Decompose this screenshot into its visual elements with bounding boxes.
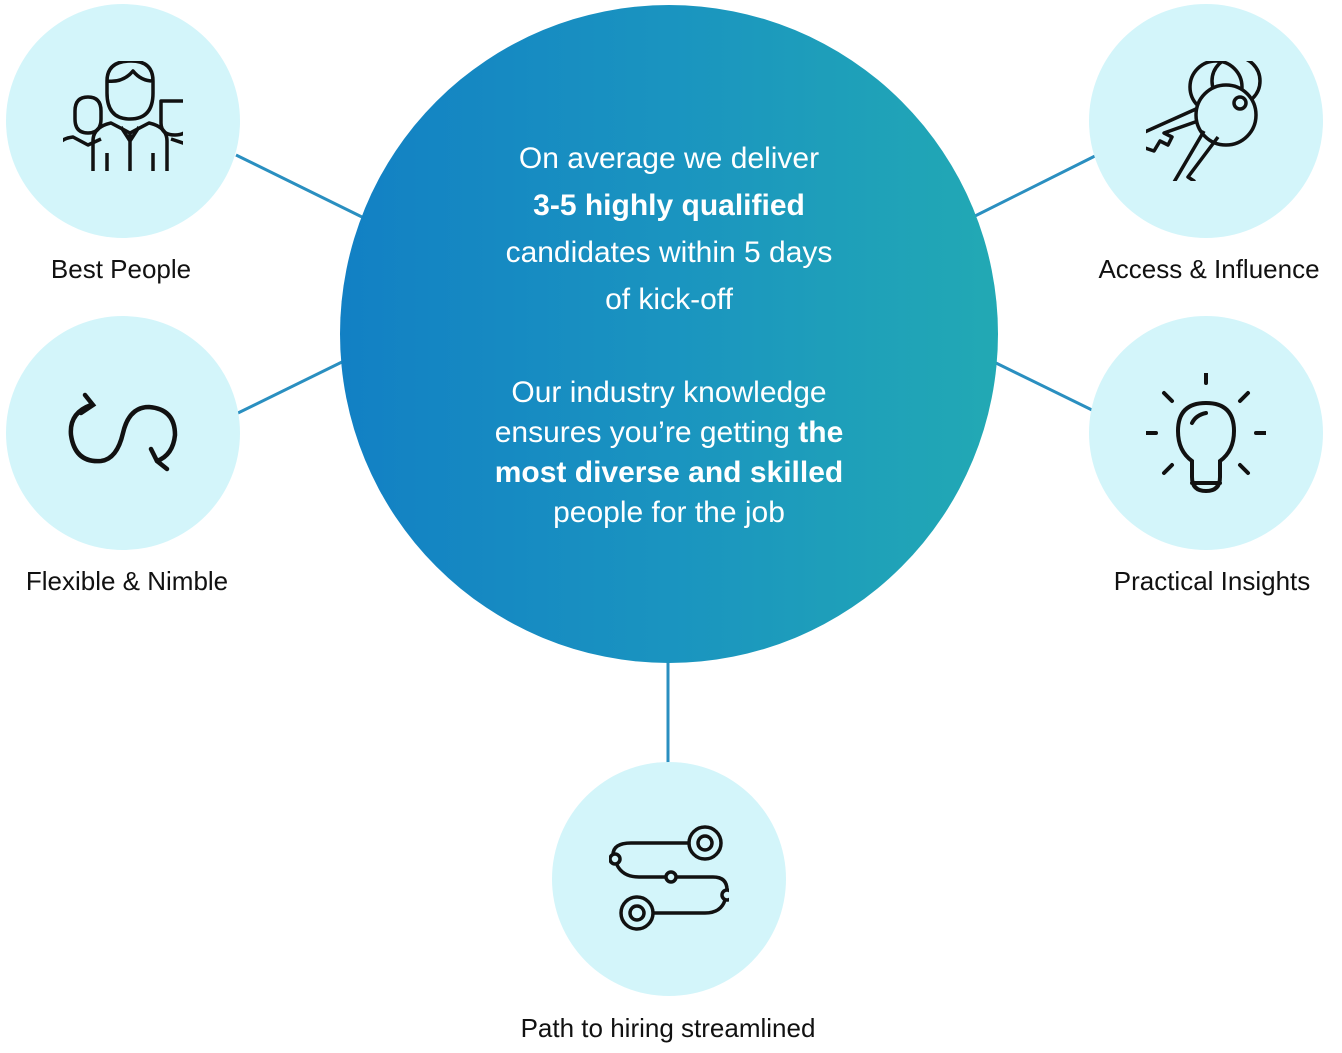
path-icon <box>609 825 729 931</box>
node-access-influence <box>1089 4 1323 238</box>
center-line: On average we deliver <box>518 142 820 175</box>
node-practical-insights <box>1089 316 1323 550</box>
center-line: of kick-off <box>605 283 733 316</box>
node-flexible-nimble <box>6 316 240 550</box>
label-practical-insights: Practical Insights <box>1113 566 1311 596</box>
connector-best-people <box>235 153 363 219</box>
lightbulb-icon <box>1146 373 1266 493</box>
people-icon <box>63 61 183 171</box>
label-flexible-nimble: Flexible & Nimble <box>25 566 229 596</box>
connector-flexible <box>237 359 345 415</box>
label-access-influence: Access & Influence <box>1098 254 1320 284</box>
center-line: Our industry knowledge <box>511 376 827 409</box>
center-bold: most diverse and skilled <box>494 456 844 489</box>
node-best-people <box>6 4 240 238</box>
label-path-to-hiring: Path to hiring streamlined <box>520 1013 816 1043</box>
central-circle: On average we deliver 3-5 highly qualifi… <box>340 5 998 663</box>
knowledge-statement: Our industry knowledge ensures you’re ge… <box>340 373 998 533</box>
connector-access <box>974 154 1096 218</box>
loop-arrows-icon <box>68 392 178 472</box>
node-path-to-hiring <box>552 762 786 996</box>
center-line: candidates within 5 days <box>505 236 833 269</box>
keys-icon <box>1146 61 1262 181</box>
center-line: ensures you’re getting <box>494 416 799 449</box>
center-line: people for the job <box>553 496 785 529</box>
label-best-people: Best People <box>50 254 192 284</box>
center-bold: the <box>798 416 844 449</box>
connector-insights <box>995 361 1093 412</box>
center-bold: 3-5 highly qualified <box>533 189 805 222</box>
delivery-statement: On average we deliver 3-5 highly qualifi… <box>340 135 998 323</box>
